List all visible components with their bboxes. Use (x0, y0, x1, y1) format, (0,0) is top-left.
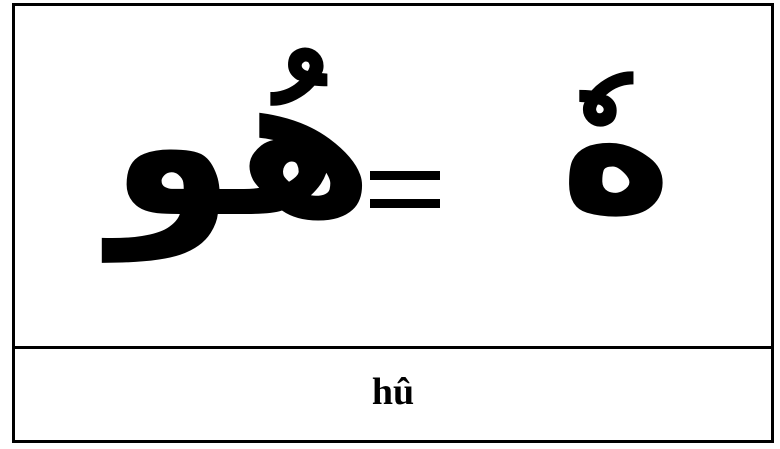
letter-card: هُو هٗ hû (12, 3, 774, 443)
transliteration-panel: hû (15, 349, 771, 440)
arabic-word-huwa: هُو (110, 29, 375, 262)
equals-sign-icon (370, 171, 440, 211)
equals-bar-top (370, 171, 440, 180)
equals-bar-bottom (370, 199, 440, 208)
glyph-panel: هُو هٗ (15, 6, 771, 349)
arabic-pronoun-suffix: هٗ (560, 35, 673, 256)
transliteration-text: hû (371, 370, 415, 413)
